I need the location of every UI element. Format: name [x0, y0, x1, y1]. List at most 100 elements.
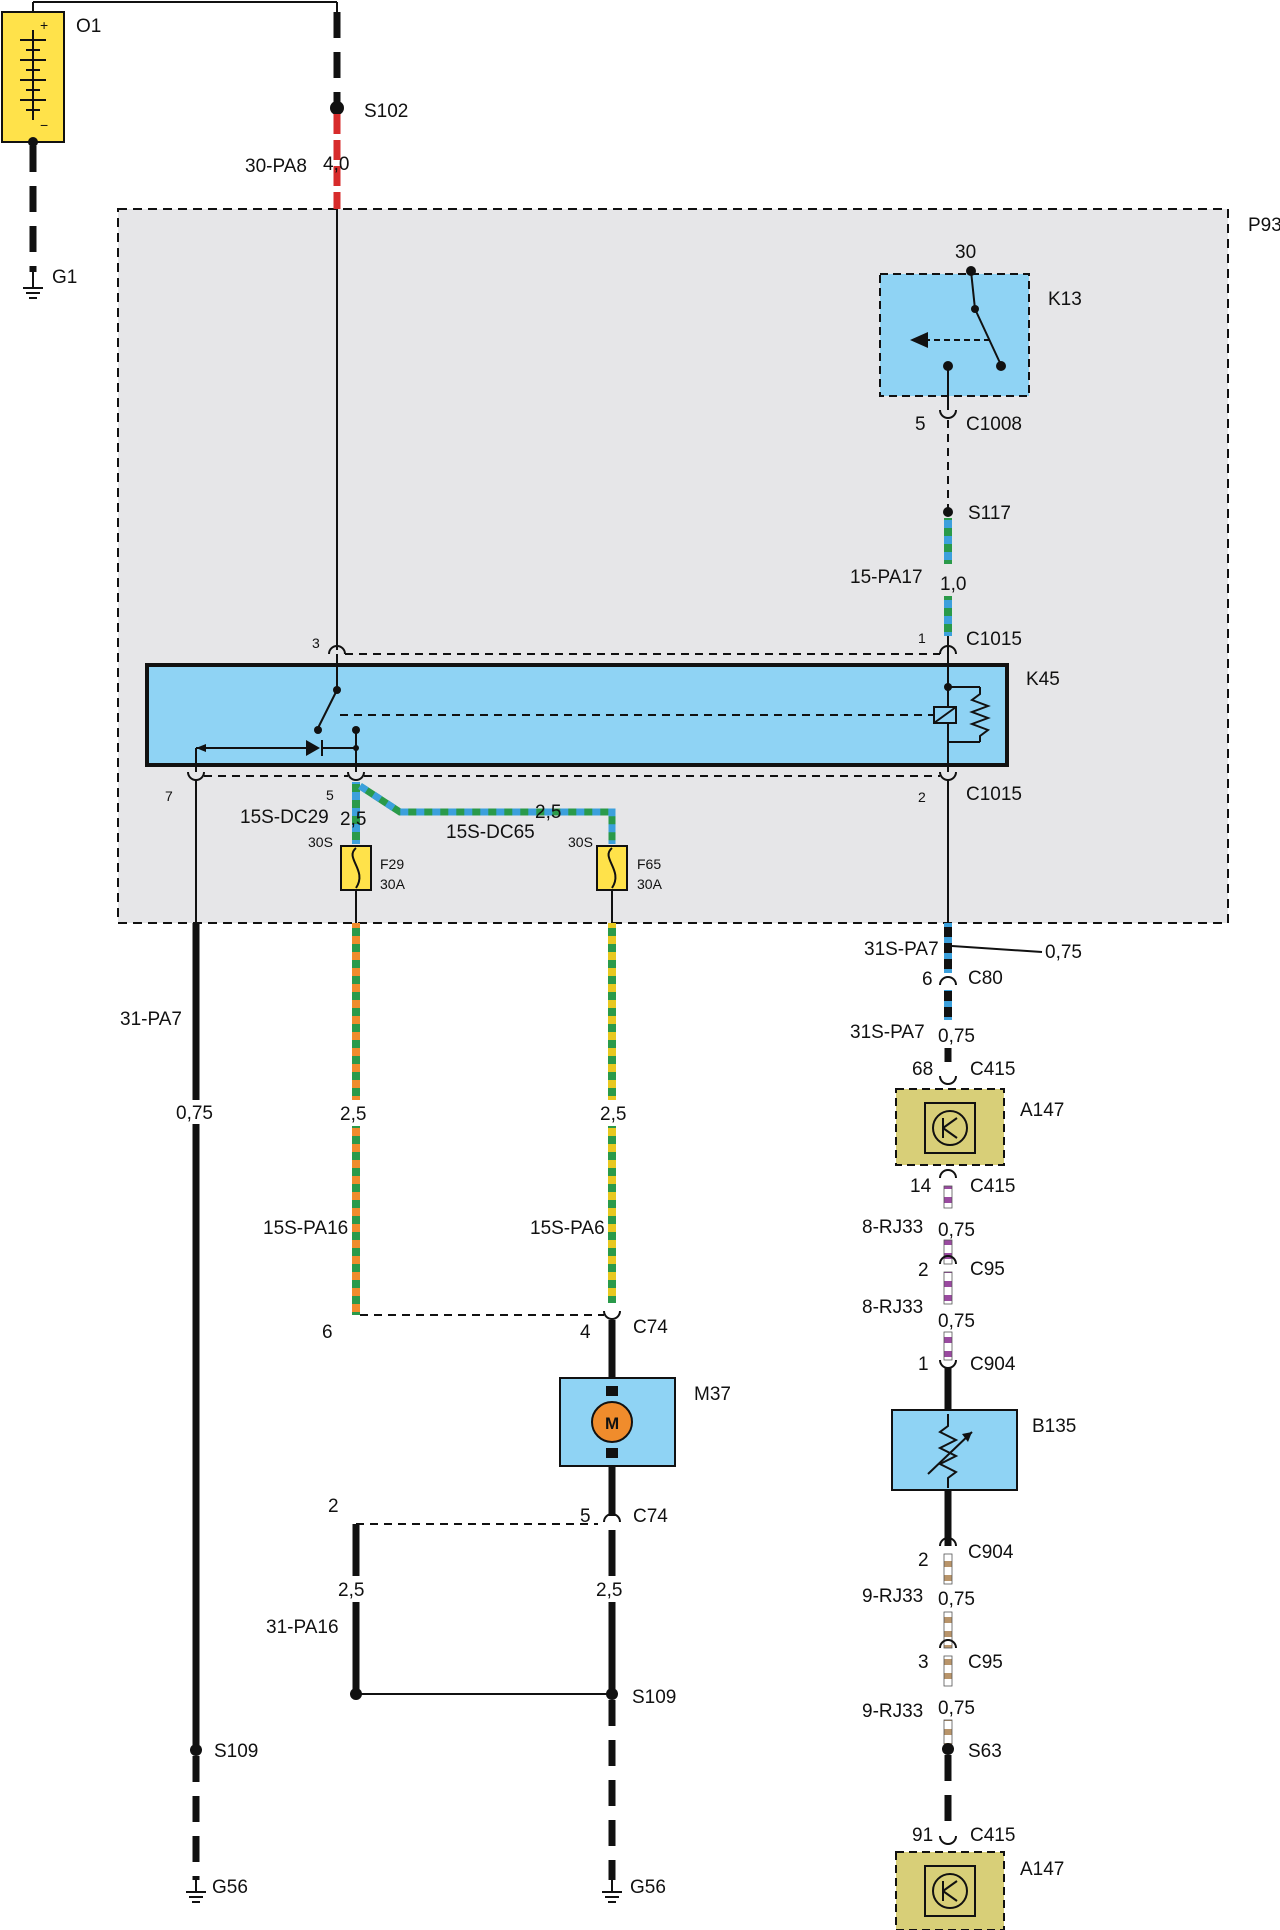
wire-motor-ground-size: 2,5	[596, 1580, 622, 1601]
splice-s117-label: S117	[968, 503, 1011, 524]
connector-c1015-pin7-num: 7	[165, 788, 173, 804]
wire-31s-pa7-label-top: 31S-PA7	[864, 939, 939, 960]
wire-15s-dc65-label: 15S-DC65	[446, 822, 535, 843]
wire-31-pa16-size: 2,5	[338, 1580, 364, 1601]
connector-c415-pin14-num: 14	[910, 1176, 932, 1197]
ground-g1-label: G1	[52, 267, 77, 288]
wire-15s-pa16-size: 2,5	[340, 1104, 366, 1125]
battery-label: O1	[76, 16, 101, 37]
connector-c904-pin1-num: 1	[918, 1354, 929, 1375]
wire-9-rj33-label-a: 9-RJ33	[862, 1586, 923, 1607]
module-a147-label-top: A147	[1020, 1100, 1064, 1121]
wire-31s-pa7-label: 31S-PA7	[850, 1022, 925, 1043]
connector-c904-pin1	[939, 1359, 957, 1369]
fuse-f29-box	[340, 845, 372, 891]
wire-15s-dc29	[352, 782, 360, 844]
connector-c1015-pin1-num: 1	[918, 630, 926, 646]
fuse-f29-rating: 30A	[380, 876, 406, 892]
ground-g56-right-label: G56	[630, 1877, 666, 1898]
connector-c904-lower-label: C904	[968, 1542, 1014, 1563]
connector-c74-pin4-num: 4	[580, 1322, 591, 1343]
relay-k45-label: K45	[1026, 669, 1060, 690]
connector-c415-mid-label: C415	[970, 1176, 1015, 1197]
fuse-f65-icon	[607, 847, 617, 889]
ground-g56-left-icon	[186, 1880, 206, 1903]
connector-c1008	[939, 409, 957, 419]
wire-15s-dc29-label: 15S-DC29	[240, 807, 329, 828]
wire-31-pa7-size: 0,75	[176, 1103, 213, 1124]
splice-s109-left-label: S109	[214, 1741, 258, 1762]
splice-s109-right-dot	[606, 1688, 618, 1700]
connector-c74-pin5	[603, 1513, 621, 1523]
connector-c95-pin2	[939, 1255, 957, 1265]
connector-c95-pin2-num: 2	[918, 1260, 929, 1281]
sensor-b135-box	[891, 1409, 1018, 1491]
connector-c415-pin68-num: 68	[912, 1059, 933, 1080]
connector-c1015-pin2-num: 2	[918, 789, 926, 805]
connector-c95-pin3-num: 3	[918, 1652, 929, 1673]
relay-k13-label: K13	[1048, 289, 1082, 310]
connector-c1015-pin2	[939, 771, 957, 781]
wire-15s-pa16-label: 15S-PA16	[263, 1218, 348, 1239]
connector-c1015-label-bottom: C1015	[966, 784, 1022, 805]
sensor-b135-label: B135	[1032, 1416, 1076, 1437]
connector-c904-upper-label: C904	[970, 1354, 1016, 1375]
connector-c1008-pin: 5	[915, 414, 926, 435]
motor-icon-symbol: M	[605, 1414, 619, 1433]
fuse-f65-circuit: 30S	[568, 834, 593, 850]
wire-15-pa17-label: 15-PA17	[850, 567, 923, 588]
wire-8-rj33-label-a: 8-RJ33	[862, 1217, 923, 1238]
wire-8-rj33-label-b: 8-RJ33	[862, 1297, 923, 1318]
connector-c1015-pin7	[187, 771, 205, 781]
motor-icon	[591, 1401, 633, 1443]
wire-31-pa7-label: 31-PA7	[120, 1009, 182, 1030]
module-a147-label-bottom: A147	[1020, 1859, 1064, 1880]
coil-resistor-icon	[969, 687, 991, 742]
battery-o1: + −	[1, 11, 65, 143]
connector-c415-pin91-num: 91	[912, 1825, 933, 1846]
transistor-icon-bottom	[924, 1865, 976, 1917]
wire-9-rj33-size-b: 0,75	[938, 1698, 975, 1719]
wire-15s-pa6-label: 15S-PA6	[530, 1218, 605, 1239]
wire-9-rj33-size-a: 0,75	[938, 1589, 975, 1610]
wire-8-rj33-size-b: 0,75	[938, 1311, 975, 1332]
connector-c1015-pin5-num: 5	[326, 787, 334, 803]
fuse-f65-box	[596, 845, 628, 891]
wire-15-pa17	[944, 518, 952, 564]
fuse-f65-rating: 30A	[637, 876, 663, 892]
connector-c95-lower-label: C95	[968, 1652, 1003, 1673]
module-p93-label: P93	[1248, 215, 1280, 236]
wire-15-pa17-size: 1,0	[940, 574, 966, 595]
connector-c1015-pin3	[328, 645, 346, 655]
connector-c904-pin2	[939, 1537, 957, 1547]
transistor-icon	[924, 1102, 976, 1154]
connector-c415-pin14	[939, 1169, 957, 1179]
connector-c74-pin5-num: 5	[580, 1506, 591, 1527]
connector-c80	[939, 976, 957, 986]
splice-s63-label: S63	[968, 1741, 1002, 1762]
wire-15s-pa16-pin: 6	[322, 1322, 333, 1343]
connector-c904-pin2-num: 2	[918, 1550, 929, 1571]
wire-30-pa8-label: 30-PA8	[245, 156, 307, 177]
connector-c74-upper-label: C74	[633, 1317, 668, 1338]
fuse-f29-icon	[351, 847, 361, 889]
ground-g1-icon	[23, 272, 43, 299]
fuse-f29-circuit: 30S	[308, 834, 333, 850]
connector-c74-pin4	[603, 1310, 621, 1320]
wire-9-rj33-label-b: 9-RJ33	[862, 1701, 923, 1722]
ground-g56-right-icon	[602, 1880, 622, 1903]
splice-s109-right-label: S109	[632, 1687, 676, 1708]
connector-c415-pin91	[939, 1835, 957, 1845]
variable-resistor-icon	[927, 1414, 973, 1488]
splice-s63-dot	[942, 1743, 954, 1755]
wire-31s-pa7-size: 0,75	[938, 1026, 975, 1047]
connector-c80-label: C80	[968, 968, 1003, 989]
fuse-f29-label: F29	[380, 856, 404, 872]
motor-m37-label: M37	[694, 1384, 731, 1405]
wire-15s-dc65-size: 2,5	[535, 802, 561, 823]
wire-8-rj33-size-a: 0,75	[938, 1220, 975, 1241]
wire-15s-dc29-size: 2,5	[340, 809, 366, 830]
connector-c415-pin68	[939, 1075, 957, 1085]
wire-31-pa16-pin: 2	[328, 1496, 339, 1517]
